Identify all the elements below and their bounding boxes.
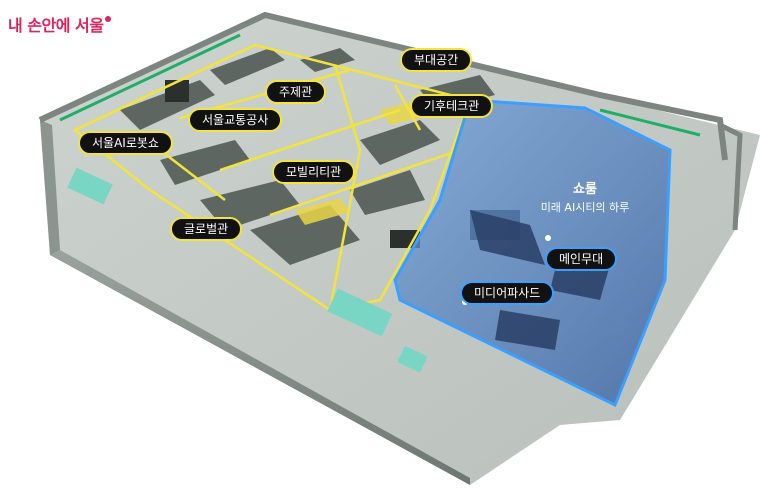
label-jujae[interactable]: 주제관 [265,80,327,104]
floor-front-wall [50,250,470,485]
zone-divider-3 [269,148,461,217]
showroom-label[interactable]: 쇼룸 미래 AI시티의 하루 [526,178,644,215]
green-railing [59,33,241,122]
label-seoul-transport[interactable]: 서울교통공사 [188,108,283,132]
brand-logo-dot [105,16,112,22]
green-railing-right [599,108,701,137]
label-budae[interactable]: 부대공간 [400,48,473,72]
label-main-stage[interactable]: 메인무대 [545,247,618,271]
label-media-facade[interactable]: 미디어파사드 [460,281,555,305]
label-gihu[interactable]: 기후테크관 [410,94,494,118]
entrance-right [397,345,428,373]
zone-outline-main [72,43,472,312]
exhibit-booths [120,48,495,265]
label-mobility[interactable]: 모빌리티관 [272,160,356,184]
showroom-title: 쇼룸 [573,182,597,197]
zone-divider-2 [219,108,401,172]
brand-logo: 내 손안에 서울 [8,12,112,36]
label-ai-robot[interactable]: 서울AI로봇쇼 [78,131,173,155]
showroom-subtitle: 미래 AI시티의 하루 [540,201,630,214]
label-global[interactable]: 글로벌관 [170,217,243,241]
perimeter-wall [38,11,728,161]
brand-logo-text: 내 손안에 서울 [8,16,104,35]
entrance-front [327,288,393,337]
floor-left-wall [40,120,60,255]
zone-divider-6 [159,149,226,201]
perimeter-wall-right [718,122,743,231]
zone-divider-4 [328,64,362,311]
zone-divider-5 [393,84,422,131]
entrance-left [67,167,113,205]
